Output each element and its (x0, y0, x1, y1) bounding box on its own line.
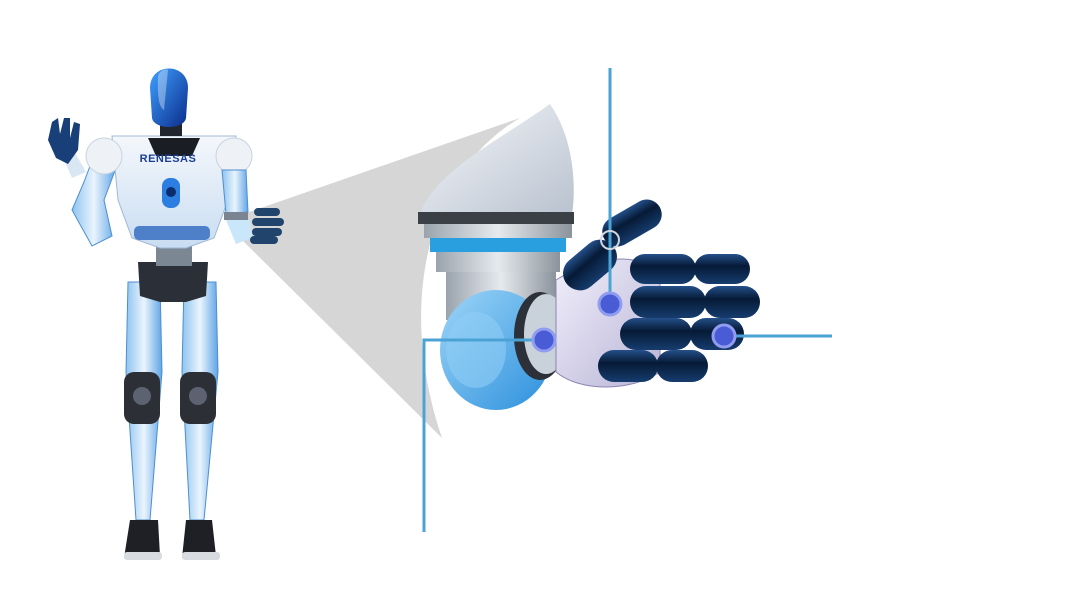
forearm-cap (420, 104, 574, 214)
robot-pelvis (138, 262, 208, 302)
hotspot-palm-sensor[interactable] (711, 323, 737, 349)
robot-lowered-arm (221, 169, 284, 244)
finger-little (598, 350, 708, 382)
thumb-ring-marker (600, 230, 620, 250)
hotspot-wrist-joint[interactable] (531, 327, 557, 353)
robot-head (150, 68, 188, 127)
finger-index (630, 254, 750, 284)
zoom-cone (232, 118, 520, 438)
robot-figure: RENESAS (48, 68, 284, 560)
robot-small-hand (250, 208, 284, 244)
robot-left-leg (124, 281, 163, 560)
finger-middle (630, 286, 760, 318)
callout-line-left (422, 338, 544, 532)
robot-raised-hand (48, 118, 80, 164)
zoomed-hand (418, 104, 760, 410)
robot-raised-arm (48, 118, 117, 247)
callout-lines (422, 68, 832, 532)
robot-logo-text: RENESAS (140, 153, 197, 165)
hotspot-finger-joint[interactable] (597, 291, 623, 317)
robot-right-leg (180, 281, 220, 560)
